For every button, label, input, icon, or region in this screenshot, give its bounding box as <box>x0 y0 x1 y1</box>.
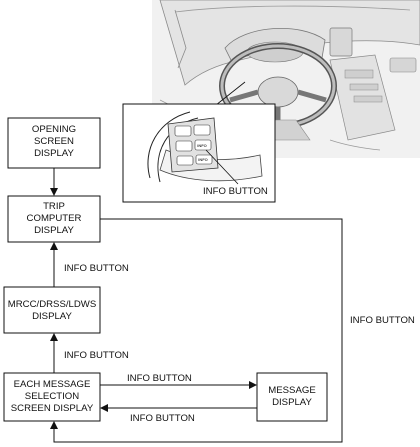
box-opening-line3: DISPLAY <box>34 148 74 159</box>
box-mrcc-drss-ldws: MRCC/DRSS/LDWS DISPLAY <box>3 286 101 334</box>
label-selection-to-message: INFO BUTTON <box>127 373 192 384</box>
inset-info-button-bottom-text: INFO <box>198 157 208 162</box>
box-opening-screen: OPENING SCREEN DISPLAY <box>7 117 101 169</box>
box-selection-line2: SELECTION <box>25 391 79 402</box>
inset-info-button-top-text: INFO <box>197 143 207 148</box>
box-message-line2: DISPLAY <box>272 397 312 408</box>
box-mrcc-line2: DISPLAY <box>32 311 72 322</box>
box-trip-line3: DISPLAY <box>34 225 74 236</box>
label-selection-to-mrcc: INFO BUTTON <box>64 350 129 361</box>
box-opening-line2: SCREEN <box>34 136 74 147</box>
switch-detail-inset: INFO INFO INFO BUTTON <box>122 103 276 203</box>
box-trip-line1: TRIP <box>43 201 65 212</box>
box-message-selection: EACH MESSAGE SELECTION SCREEN DISPLAY <box>3 372 101 422</box>
box-selection-line1: EACH MESSAGE <box>14 379 91 390</box>
label-message-to-selection: INFO BUTTON <box>130 413 195 424</box>
box-trip-line2: COMPUTER <box>27 213 82 224</box>
box-selection-line3: SCREEN DISPLAY <box>11 403 94 414</box>
box-mrcc-line1: MRCC/DRSS/LDWS <box>8 299 96 310</box>
box-opening-line1: OPENING <box>32 124 76 135</box>
box-trip-computer: TRIP COMPUTER DISPLAY <box>7 195 101 243</box>
inset-info-button-label: INFO BUTTON <box>203 186 268 197</box>
label-trip-loop: INFO BUTTON <box>350 315 415 326</box>
box-message-line1: MESSAGE <box>268 385 315 396</box>
arrow-trip-loop-to-selection <box>50 218 343 443</box>
label-mrcc-to-trip: INFO BUTTON <box>64 263 129 274</box>
box-message-display: MESSAGE DISPLAY <box>256 372 328 422</box>
